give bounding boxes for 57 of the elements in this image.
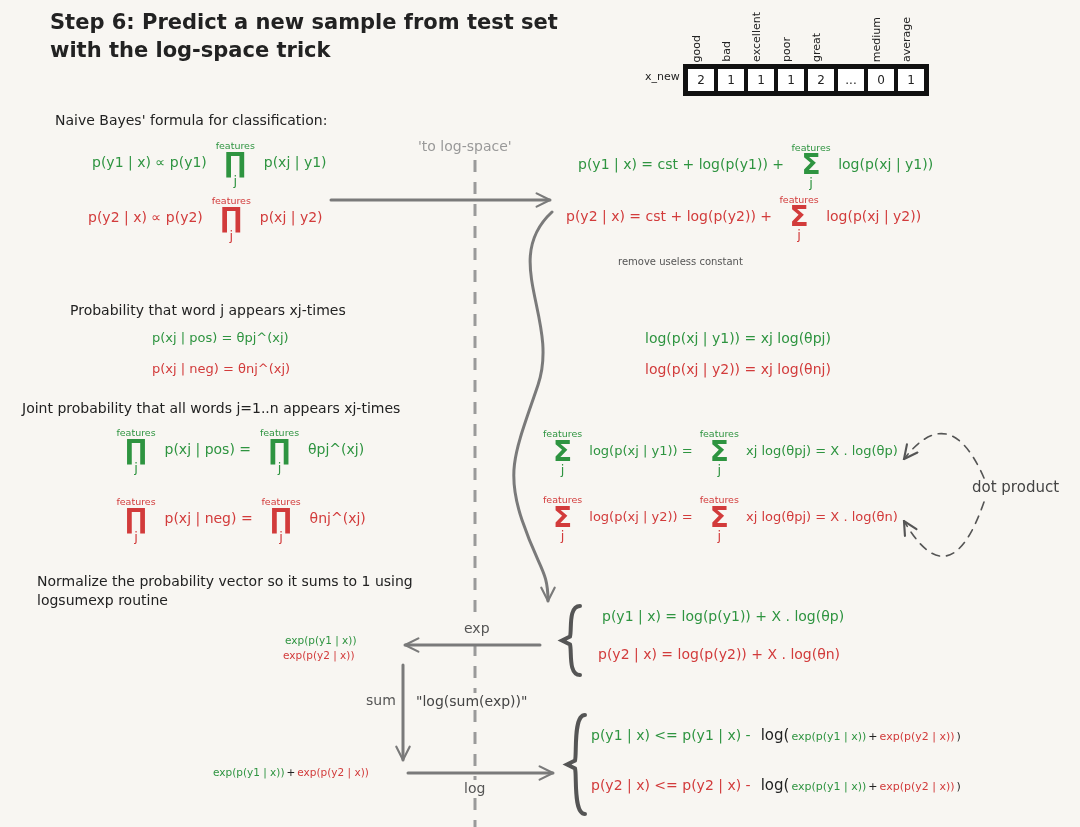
leader-line <box>902 432 985 479</box>
column-header: medium <box>870 16 884 62</box>
formula: p(y2 | x) = log(p(y2)) + X . log(θn) <box>598 646 841 662</box>
exp-term: exp(p(y2 | x)) <box>879 780 955 793</box>
formula: p(y2 | x) <= p(y2 | x) - <box>591 777 751 793</box>
arrow <box>395 663 411 762</box>
log-operator: log( <box>760 776 790 794</box>
vector-cell: 1 <box>776 67 806 93</box>
column-header: good <box>690 34 704 62</box>
heading: Probability that word j appears xj-times <box>70 302 346 318</box>
formula: p(xj | pos) = θpj^(xj) <box>152 330 289 345</box>
plus-sign: + <box>868 780 878 793</box>
exp-term: exp(p(y1 | x)) <box>791 730 867 743</box>
arrow <box>512 210 556 603</box>
exp-term: exp(p(y1 | x)) <box>213 766 285 778</box>
plus-sign: + <box>868 730 878 743</box>
arrow <box>403 637 542 653</box>
vector-cell: 1 <box>746 67 776 93</box>
annotation: "log(sum(exp))" <box>414 693 530 709</box>
formula: p(y1 | x) <= p(y1 | x) - <box>591 727 751 743</box>
vector-cell: 0 <box>866 67 896 93</box>
exp-term: exp(p(y1 | x)) <box>284 633 358 648</box>
column-header: bad <box>720 41 734 62</box>
exp-term: exp(p(y1 | x)) <box>791 780 867 793</box>
column-header: average <box>900 16 914 62</box>
edge-label: exp <box>462 620 492 636</box>
formula: log(p(xj | y2)) = xj log(θnj) <box>645 361 831 377</box>
exp-term: exp(p(y2 | x)) <box>297 766 369 778</box>
note: Normalize the probability vector so it sums to 1 using logsumexp routine <box>37 572 414 610</box>
heading: Naive Bayes' formula for classification: <box>55 112 328 128</box>
column-header: excellent <box>750 12 764 62</box>
leader-line <box>902 501 985 557</box>
closing-paren: ) <box>956 730 961 743</box>
formula: p(xj | neg) = θnj^(xj) <box>152 361 291 376</box>
vector-cell: 2 <box>806 67 836 93</box>
title: Step 6: Predict a new sample from test set with the log-space trick <box>50 9 559 64</box>
formula: p(y1 | x) = log(p(y1)) + X . log(θp) <box>602 608 845 624</box>
vector-cell: 1 <box>896 67 926 93</box>
annotation: dot product <box>972 478 1061 496</box>
closing-paren: ) <box>956 780 961 793</box>
plus-sign: + <box>286 766 296 778</box>
heading: Joint probability that all words j=1..n appears xj-times <box>22 400 401 416</box>
vector-cell: 1 <box>716 67 746 93</box>
divider-label: 'to log-space' <box>418 138 512 154</box>
arrow <box>329 192 552 208</box>
formula: log(p(xj | y1)) = xj log(θpj) <box>645 330 831 346</box>
arrow <box>406 765 555 781</box>
column-header: great <box>810 32 824 62</box>
vector-cell: 2 <box>686 67 716 93</box>
note: remove useless constant <box>618 256 743 267</box>
exp-term: exp(p(y2 | x)) <box>879 730 955 743</box>
vector-name: x_new <box>645 70 680 83</box>
vector-cell: ... <box>836 67 866 93</box>
edge-label: log <box>462 780 488 796</box>
log-operator: log( <box>760 726 790 744</box>
column-header: poor <box>780 37 794 62</box>
exp-term: exp(p(y2 | x)) <box>283 648 356 663</box>
